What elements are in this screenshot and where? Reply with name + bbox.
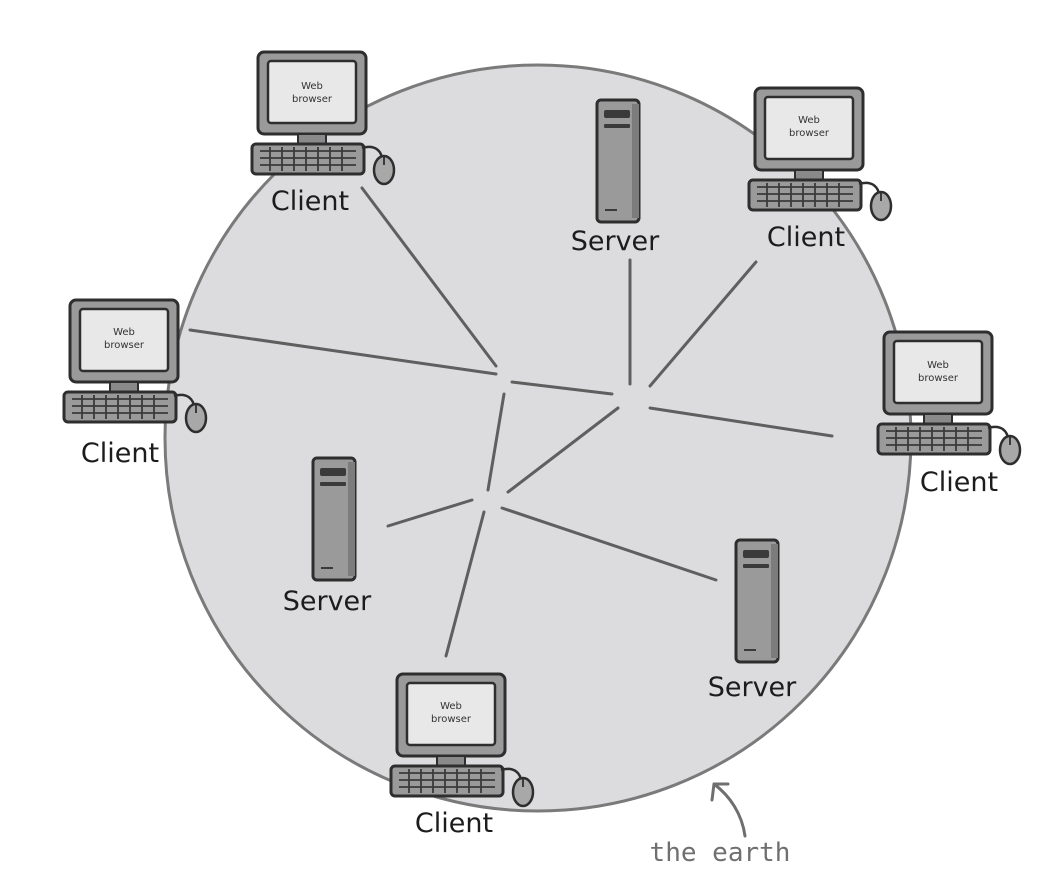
server-icon — [734, 538, 780, 664]
earth-annotation: the earth — [650, 782, 791, 868]
client-left: Web browser — [62, 298, 208, 434]
screen-text-line1: Web — [113, 327, 135, 338]
computer-icon — [747, 86, 893, 222]
client-label: Client — [271, 186, 349, 217]
annotation-arrow — [710, 782, 747, 838]
server-bottom-right — [734, 538, 780, 664]
link-hub-a-to-b — [510, 380, 614, 396]
link-client-left — [188, 328, 498, 376]
link-client-topleft — [360, 186, 498, 368]
screen-text-line1: Web — [798, 115, 820, 126]
screen-text-line2: browser — [918, 373, 959, 384]
server-left — [311, 456, 357, 582]
screen-text-line1: Web — [440, 701, 462, 712]
client-label: Client — [81, 438, 159, 469]
computer-icon — [876, 330, 1022, 466]
link-server-bottomright — [500, 506, 718, 582]
screen-text-line2: browser — [104, 340, 145, 351]
client-label: Client — [920, 467, 998, 498]
link-hub-a-to-c — [486, 392, 506, 492]
client-top-right: Web browser — [747, 86, 893, 222]
screen-text-line1: Web — [927, 360, 949, 371]
link-client-bottom — [444, 510, 486, 658]
client-right: Web browser — [876, 330, 1022, 466]
screen-text-line2: browser — [431, 714, 472, 725]
client-bottom: Web browser — [389, 672, 535, 808]
screen-text-line2: browser — [292, 94, 333, 105]
link-server-left — [386, 498, 474, 528]
link-hub-b-to-c — [506, 406, 620, 494]
link-client-right — [648, 406, 834, 438]
server-icon — [311, 456, 357, 582]
server-label: Server — [708, 672, 797, 703]
server-label: Server — [571, 226, 660, 257]
client-top-left: Web browser — [250, 50, 396, 186]
server-label: Server — [283, 586, 372, 617]
network-links — [188, 186, 834, 658]
link-client-topright — [648, 260, 758, 388]
client-label: Client — [767, 222, 845, 253]
server-icon — [595, 98, 641, 224]
server-top — [595, 98, 641, 224]
screen-text-line2: browser — [789, 128, 830, 139]
screen-text-line1: Web — [301, 81, 323, 92]
earth-label: the earth — [650, 838, 791, 868]
client-label: Client — [415, 808, 493, 839]
